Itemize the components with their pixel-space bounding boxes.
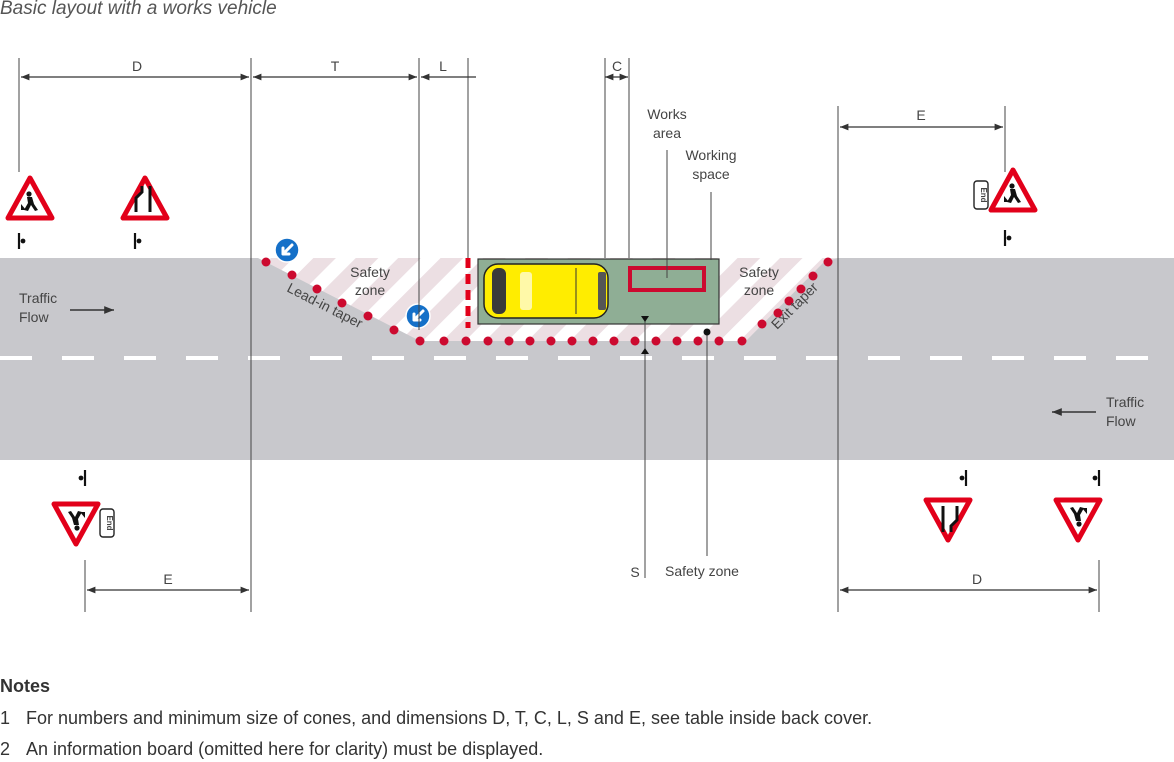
keep-left-sign-icon: [404, 302, 432, 330]
end-plate-label: End: [105, 515, 114, 530]
works-area-label-2: area: [653, 125, 681, 141]
roadworks-sign-icon: [991, 170, 1035, 210]
working-space-label-1: Working: [685, 147, 736, 163]
roadworks-sign-icon: [8, 178, 52, 218]
traffic-flow-bottom-label-2: Flow: [1106, 413, 1136, 429]
sign-post-icon: [133, 231, 143, 251]
note-item: 1 For numbers and minimum size of cones, …: [0, 708, 872, 729]
safety-zone-right-label-1: Safety: [739, 264, 779, 280]
note-number: 1: [0, 708, 11, 728]
traffic-flow-top-label-1: Traffic: [19, 290, 57, 306]
road-narrows-sign-icon: [123, 178, 167, 218]
dim-e-left: E: [163, 571, 172, 587]
dim-d-left: D: [132, 58, 142, 74]
dim-s: S: [630, 564, 639, 580]
traffic-flow-top-label-2: Flow: [19, 309, 49, 325]
notes-heading: Notes: [0, 676, 51, 696]
dim-d-right: D: [972, 571, 982, 587]
dim-t: T: [331, 58, 340, 74]
safety-zone-left-label-1: Safety: [350, 264, 390, 280]
dim-e-right: E: [916, 107, 925, 123]
sign-post-icon: [17, 231, 27, 251]
safety-zone-left-label-2: zone: [355, 282, 386, 298]
sign-post-icon: [1091, 468, 1101, 488]
road-narrows-sign-icon: [926, 500, 970, 540]
note-number: 2: [0, 739, 11, 759]
roadworks-sign-icon: [1056, 500, 1100, 540]
note-text: An information board (omitted here for c…: [26, 739, 544, 759]
end-plate-icon: [99, 508, 115, 538]
end-plate-icon: [973, 180, 989, 210]
roadworks-sign-icon: [54, 504, 98, 544]
dim-c: C: [612, 58, 622, 74]
traffic-cone-icon-group: [261, 257, 833, 346]
safety-zone-right-label-2: zone: [744, 282, 775, 298]
dim-l: L: [439, 58, 447, 74]
sign-post-icon: [77, 468, 87, 488]
keep-left-sign-icon: [273, 236, 301, 264]
works-layout-diagram: D T L C E E D S Works area Working space…: [0, 58, 1174, 612]
safety-zone-bottom-label: Safety zone: [665, 563, 739, 579]
works-vehicle-icon: [483, 263, 609, 319]
traffic-flow-bottom-label-1: Traffic: [1106, 394, 1144, 410]
end-plate-label: End: [979, 187, 988, 202]
sign-post-icon: [958, 468, 968, 488]
note-text: For numbers and minimum size of cones, a…: [26, 708, 873, 728]
dimension-guides: [18, 58, 1100, 612]
diagram-title: Basic layout with a works vehicle: [0, 0, 277, 19]
note-item: 2 An information board (omitted here for …: [0, 739, 543, 760]
working-space-label-2: space: [692, 166, 730, 182]
works-area-label-1: Works: [647, 106, 686, 122]
sign-post-icon: [1003, 228, 1013, 248]
